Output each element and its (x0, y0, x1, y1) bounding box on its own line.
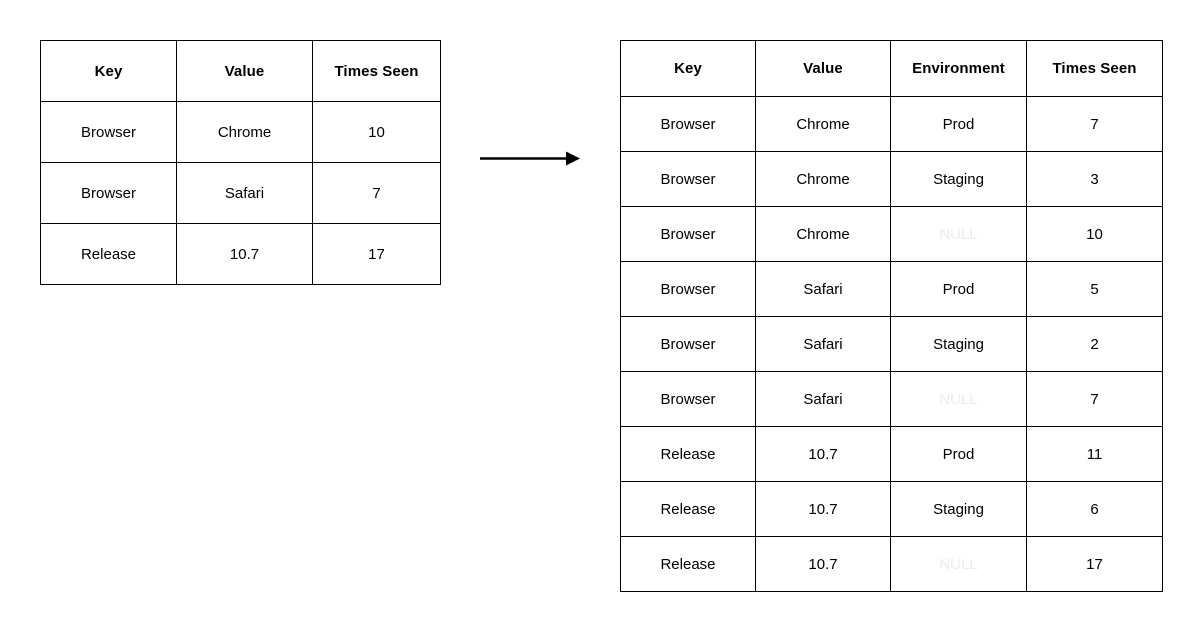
cell-value: Chrome (176, 101, 313, 163)
column-header-times-seen: Times Seen (1026, 40, 1163, 97)
cell-times-seen: 7 (312, 162, 441, 224)
cell-environment: Staging (890, 481, 1027, 537)
cell-value: 10.7 (755, 481, 891, 537)
cell-key: Release (40, 223, 177, 285)
cell-value: Safari (755, 261, 891, 317)
cell-times-seen: 7 (1026, 96, 1163, 152)
cell-value: Safari (755, 371, 891, 427)
cell-times-seen: 17 (1026, 536, 1163, 592)
cell-key: Browser (620, 96, 756, 152)
cell-times-seen: 17 (312, 223, 441, 285)
cell-value: 10.7 (755, 426, 891, 482)
cell-value: Chrome (755, 151, 891, 207)
cell-times-seen: 10 (1026, 206, 1163, 262)
cell-value: Chrome (755, 206, 891, 262)
column-header-times-seen: Times Seen (312, 40, 441, 102)
cell-environment: Prod (890, 426, 1027, 482)
cell-key: Release (620, 426, 756, 482)
cell-key: Release (620, 536, 756, 592)
cell-key: Browser (620, 371, 756, 427)
table-header-row: Key Value Times Seen (40, 40, 441, 102)
cell-value: Safari (755, 316, 891, 372)
column-header-key: Key (40, 40, 177, 102)
cell-value: 10.7 (176, 223, 313, 285)
cell-key: Browser (620, 316, 756, 372)
column-header-value: Value (176, 40, 313, 102)
cell-times-seen: 5 (1026, 261, 1163, 317)
cell-value: Safari (176, 162, 313, 224)
cell-times-seen: 7 (1026, 371, 1163, 427)
cell-environment: Staging (890, 151, 1027, 207)
column-header-key: Key (620, 40, 756, 97)
cell-environment: NULL (890, 206, 1027, 262)
cell-times-seen: 3 (1026, 151, 1163, 207)
column-header-value: Value (755, 40, 891, 97)
cell-value: Chrome (755, 96, 891, 152)
cell-times-seen: 6 (1026, 481, 1163, 537)
cell-environment: Prod (890, 96, 1027, 152)
cell-environment: Staging (890, 316, 1027, 372)
cell-environment: Prod (890, 261, 1027, 317)
cell-key: Browser (620, 206, 756, 262)
cell-key: Browser (620, 151, 756, 207)
cell-value: 10.7 (755, 536, 891, 592)
cell-key: Release (620, 481, 756, 537)
cell-times-seen: 10 (312, 101, 441, 163)
table-header-row: Key Value Environment Times Seen (620, 40, 1163, 97)
expanded-table: Key Value Environment Times Seen Browser… (620, 40, 1163, 592)
cell-times-seen: 2 (1026, 316, 1163, 372)
cell-times-seen: 11 (1026, 426, 1163, 482)
source-table-header: Key Value Times Seen (40, 40, 441, 102)
cell-key: Browser (40, 162, 177, 224)
column-header-environment: Environment (890, 40, 1027, 97)
arrow-head (566, 151, 580, 166)
expanded-table-header: Key Value Environment Times Seen (620, 40, 1163, 97)
cell-environment: NULL (890, 536, 1027, 592)
cell-key: Browser (40, 101, 177, 163)
right-arrow-icon (480, 151, 580, 166)
cell-key: Browser (620, 261, 756, 317)
cell-environment: NULL (890, 371, 1027, 427)
